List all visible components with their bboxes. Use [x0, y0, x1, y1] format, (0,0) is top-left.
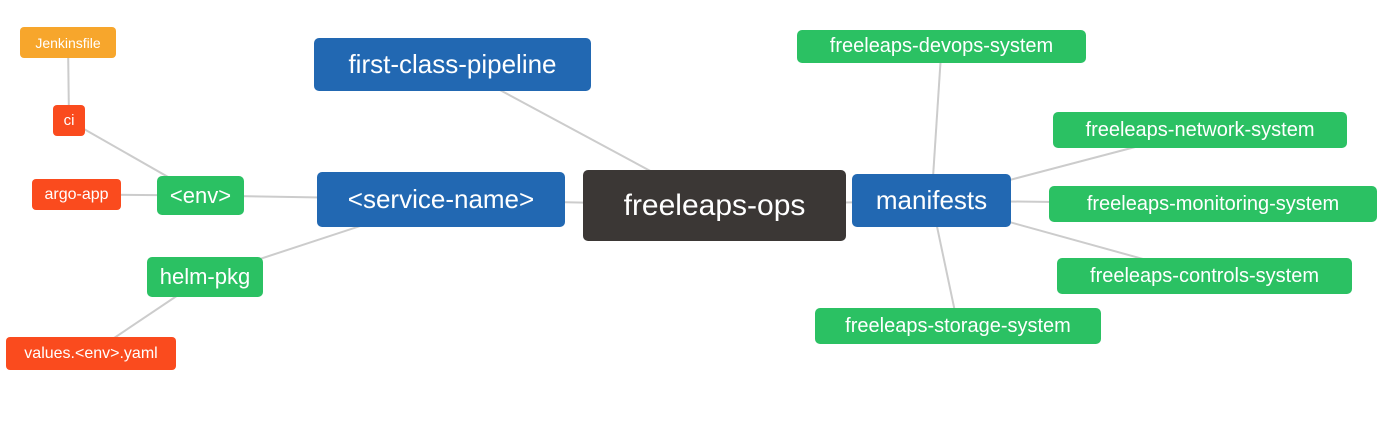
node-freeleaps-storage-system[interactable]: freeleaps-storage-system — [815, 308, 1101, 344]
node-freeleaps-controls-system[interactable]: freeleaps-controls-system — [1057, 258, 1352, 294]
node-freeleaps-monitoring-system[interactable]: freeleaps-monitoring-system — [1049, 186, 1377, 222]
node-freeleaps-ops-root[interactable]: freeleaps-ops — [583, 170, 846, 241]
node-freeleaps-network-system[interactable]: freeleaps-network-system — [1053, 112, 1347, 148]
node-argo-app[interactable]: argo-app — [32, 179, 121, 210]
node-helm-pkg[interactable]: helm-pkg — [147, 257, 263, 297]
node-first-class-pipeline[interactable]: first-class-pipeline — [314, 38, 591, 91]
node-manifests[interactable]: manifests — [852, 174, 1011, 227]
node-ci[interactable]: ci — [53, 105, 85, 136]
node-jenkinsfile[interactable]: Jenkinsfile — [20, 27, 116, 58]
node-freeleaps-devops-system[interactable]: freeleaps-devops-system — [797, 30, 1086, 63]
node-service-name[interactable]: <service-name> — [317, 172, 565, 227]
node-values-env-yaml[interactable]: values.<env>.yaml — [6, 337, 176, 370]
node-env[interactable]: <env> — [157, 176, 244, 215]
